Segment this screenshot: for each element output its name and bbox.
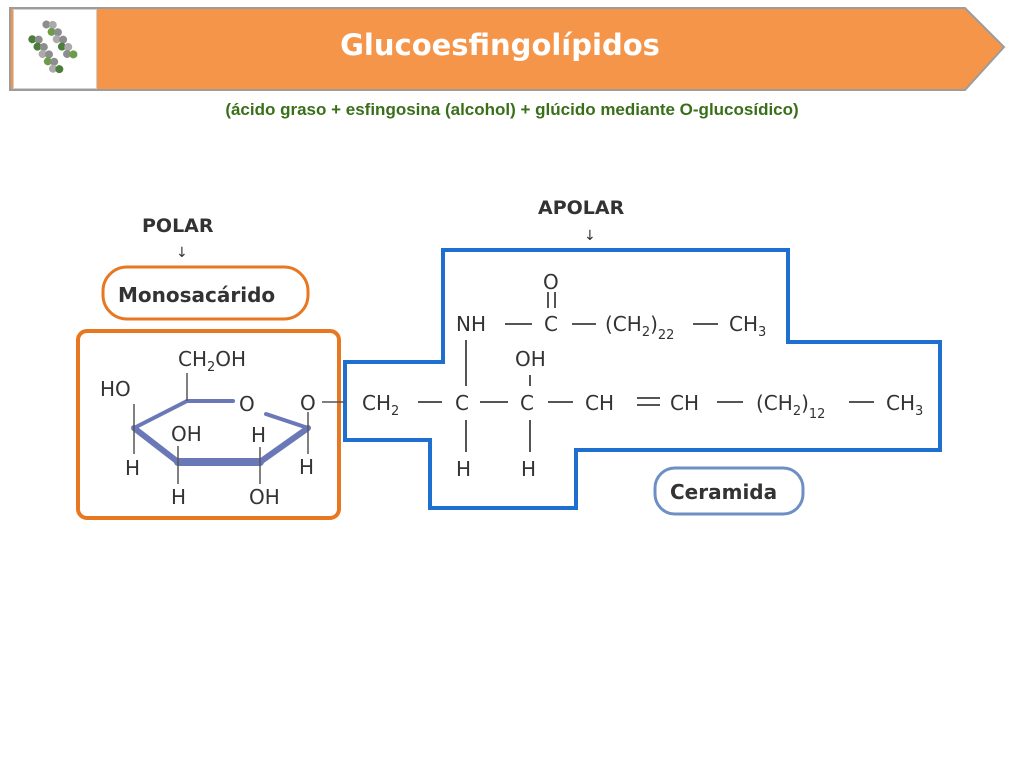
inner-oh-label: OH — [171, 422, 202, 446]
ch-b-label: CH — [670, 391, 699, 415]
carbon-2-label: C — [455, 391, 469, 415]
ch2-group-label: CH2 — [362, 391, 399, 419]
ch2oh-label: CH2OH — [178, 347, 246, 375]
monosaccharide-label: Monosacárido — [118, 283, 275, 307]
polar-label: POLAR — [142, 215, 214, 237]
slide-title: Glucoesfingolípidos — [340, 28, 660, 62]
carbonyl-c-label: C — [544, 312, 558, 336]
lipid-molecule-model-icon — [13, 9, 97, 89]
monosaccharide-pill — [101, 265, 310, 321]
ceramide-label: Ceramida — [670, 480, 777, 504]
bottom-h-label: H — [171, 485, 186, 509]
header-arrow-shape — [9, 7, 1006, 91]
polar-box — [76, 329, 341, 520]
backbone-bonds — [418, 292, 874, 452]
apolar-label: APOLAR — [538, 197, 625, 219]
apolar-arrow-icon: ↓ — [584, 228, 596, 244]
carbonyl-o-label: O — [543, 270, 559, 294]
apolar-outline — [343, 248, 942, 510]
sugar-bonds — [133, 373, 345, 484]
nh-label: NH — [456, 312, 486, 336]
ch2n-22-label: (CH2)22 — [605, 312, 674, 343]
glucosphingolipid-diagram: POLAR ↓ APOLAR ↓ Monosacárido Ceramida C… — [76, 197, 942, 520]
c3-oh-label: OH — [515, 347, 546, 371]
fatty-acid-ch3-label: CH3 — [729, 312, 766, 340]
slide-header: Glucoesfingolípidos — [0, 0, 1024, 100]
terminal-ch3-label: CH3 — [886, 391, 923, 419]
c2-h-label: H — [456, 457, 471, 481]
header-banner — [9, 7, 1006, 91]
sugar-ring — [131, 399, 311, 466]
c3-h-label: H — [521, 457, 536, 481]
ch-a-label: CH — [585, 391, 614, 415]
ch2n-12-label: (CH2)12 — [756, 391, 825, 422]
carbon-3-label: C — [520, 391, 534, 415]
bottom-oh-label: OH — [249, 485, 280, 509]
slide-subtitle: (ácido graso + esfingosina (alcohol) + g… — [225, 100, 799, 119]
ring-oxygen-label: O — [239, 392, 255, 416]
ho-label: HO — [100, 377, 131, 401]
left-h-label: H — [125, 456, 140, 480]
polar-arrow-icon: ↓ — [176, 245, 188, 261]
inner-h-label: H — [251, 423, 266, 447]
glycosidic-oxygen-label: O — [300, 391, 316, 415]
right-h-label: H — [299, 455, 314, 479]
ceramide-pill — [653, 466, 805, 516]
